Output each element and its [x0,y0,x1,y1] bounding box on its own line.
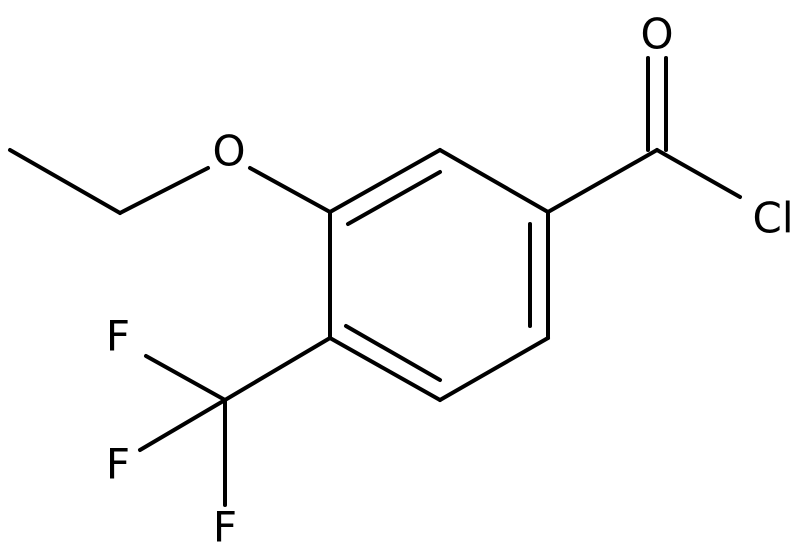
atom-label-fluorine-1: F [106,312,130,361]
bond-ring-c3-c4 [438,336,550,402]
bond-ring-to-cf3-carbon [223,336,332,402]
bond-ring-c4-c5 [328,336,442,402]
bond-ring-to-ether-oxygen [248,166,332,214]
bond-carbonyl-to-chlorine [655,148,742,199]
bond-ch2-to-ch3 [8,148,122,215]
bond-ring-c6-c1-inner [346,170,442,226]
atom-label-oxygen-carbonyl: O [640,10,673,59]
atom-label-oxygen-ether: O [212,127,245,176]
bond-ether-oxygen-to-ch2 [118,166,210,215]
bond-ring-c4-c5-inner [344,324,442,382]
bond-ring-c6-c1 [328,148,442,214]
bond-cf3-to-fluorine-1 [144,354,227,402]
atom-label-fluorine-2: F [106,440,130,489]
bond-ring-c1-c2 [438,148,550,214]
atom-label-chlorine: Cl [753,194,794,243]
atom-label-fluorine-3: F [213,503,237,552]
bond-ring-to-carbonyl-carbon [546,148,659,214]
bond-cf3-to-fluorine-2 [138,398,227,452]
